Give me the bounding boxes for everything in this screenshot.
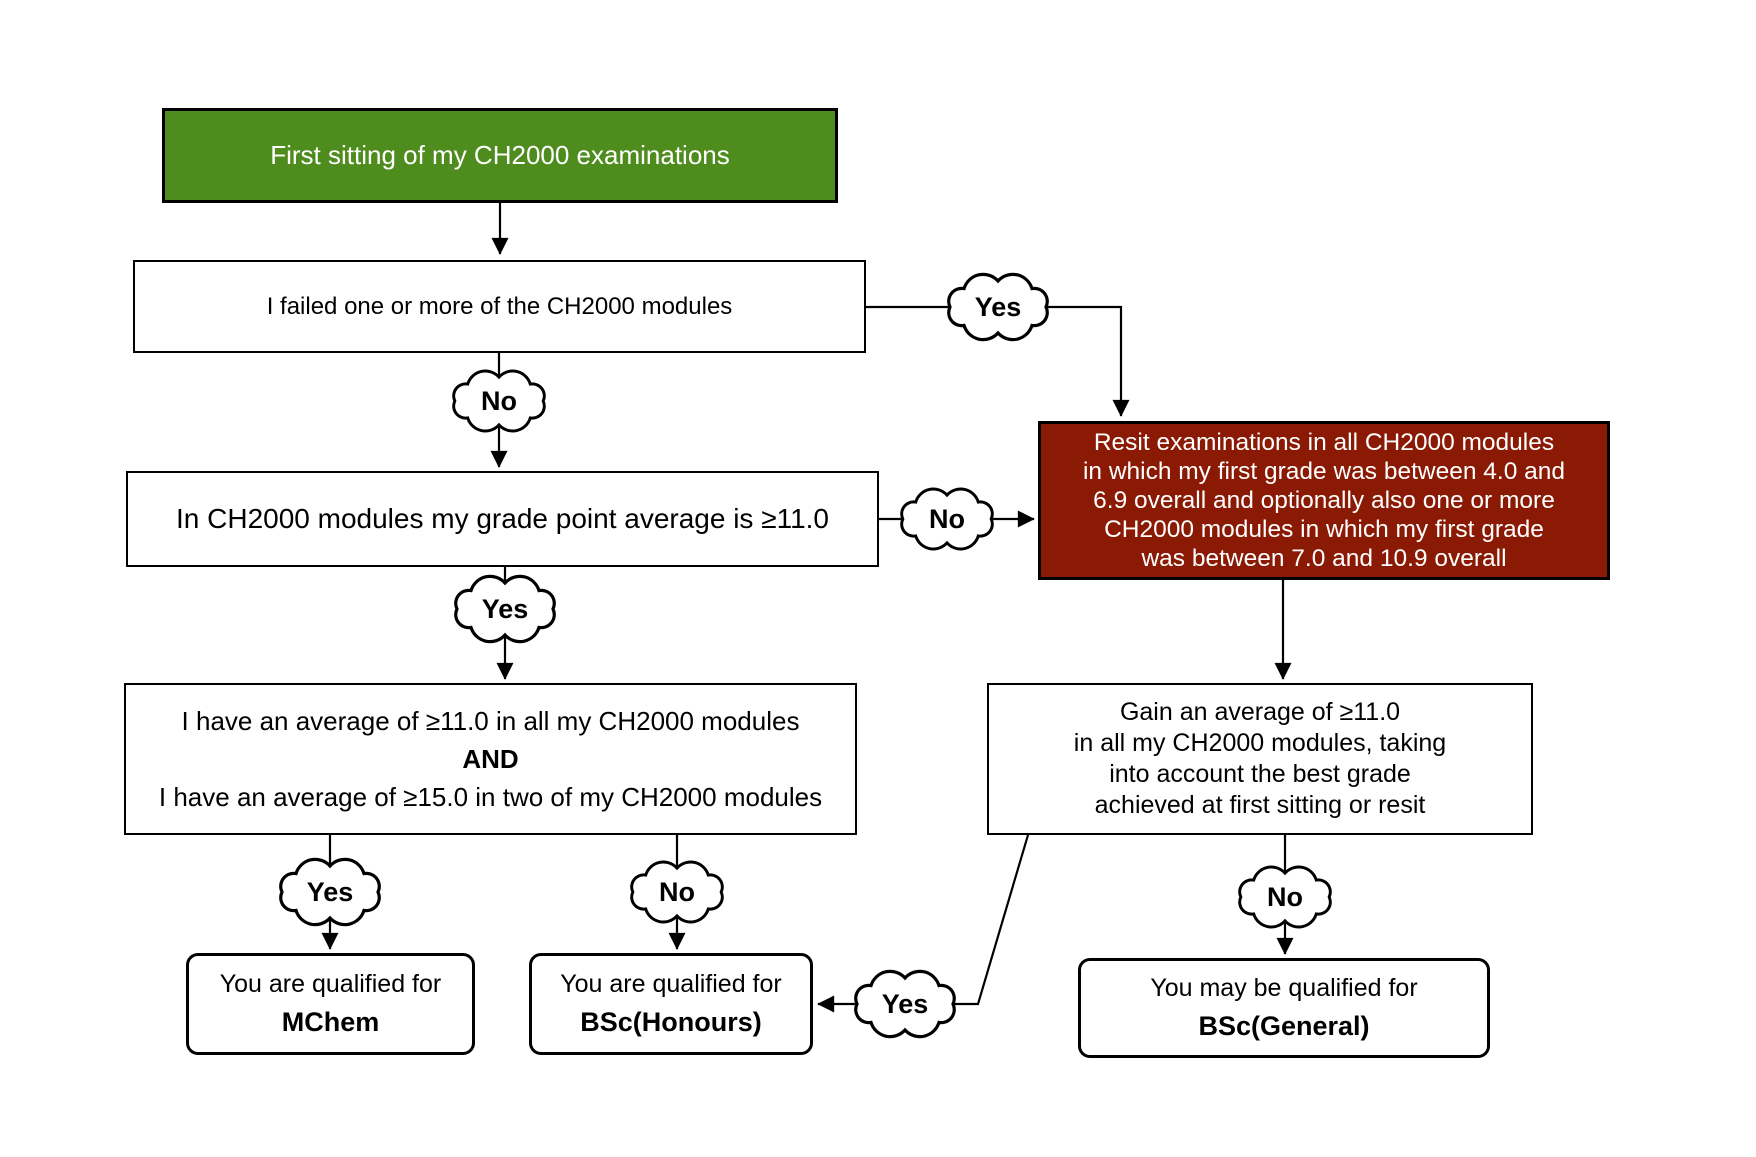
node-gain-average: Gain an average of ≥11.0 in all my CH200…: [987, 683, 1533, 835]
node-bsc-general-line1: You may be qualified for: [1150, 974, 1418, 1003]
node-resit-line1: Resit examinations in all CH2000 modules: [1093, 429, 1555, 456]
cloud-label-gain-yes: Yes: [881, 989, 929, 1019]
cloud-label-gain-no: No: [1267, 882, 1303, 912]
node-gain-line4: achieved at first sitting or resit: [1094, 791, 1426, 819]
node-mchem-line1: You are qualified for: [219, 970, 442, 998]
node-average-and-line3: I have an average of ≥15.0 in two of my …: [158, 782, 823, 812]
cloud-label-failed-no: No: [481, 386, 517, 416]
node-mchem-line2: MChem: [281, 1007, 380, 1037]
node-average-and-question: I have an average of ≥11.0 in all my CH2…: [124, 683, 857, 835]
node-gain-line3: into account the best grade: [1109, 760, 1411, 788]
node-resit-line2: in which my first grade was between 4.0 …: [1082, 458, 1566, 485]
node-gpa-question-text: In CH2000 modules my grade point average…: [176, 503, 829, 534]
node-first-sitting: First sitting of my CH2000 examinations: [162, 108, 838, 203]
node-resit-line3: 6.9 overall and optionally also one or m…: [1093, 487, 1555, 514]
node-resit-line4: CH2000 modules in which my first grade: [1104, 516, 1544, 543]
node-result-bsc-honours: You are qualified for BSc(Honours): [529, 953, 813, 1055]
node-gain-line1: Gain an average of ≥11.0: [1119, 698, 1401, 726]
node-failed-question-text: I failed one or more of the CH2000 modul…: [266, 292, 733, 320]
node-bsc-honours-line2: BSc(Honours): [580, 1007, 762, 1037]
node-gain-line2: in all my CH2000 modules, taking: [1073, 729, 1447, 757]
node-resit-line5: was between 7.0 and 10.9 overall: [1141, 545, 1507, 572]
cloud-label-and-no: No: [659, 877, 695, 907]
node-result-bsc-general: You may be qualified for BSc(General): [1078, 958, 1490, 1058]
node-failed-question: I failed one or more of the CH2000 modul…: [133, 260, 866, 353]
cloud-label-gpa-no: No: [929, 504, 965, 534]
node-gpa-question: In CH2000 modules my grade point average…: [126, 471, 879, 567]
node-result-mchem: You are qualified for MChem: [186, 953, 475, 1055]
cloud-label-and-yes: Yes: [306, 877, 354, 907]
node-average-and-line1: I have an average of ≥11.0 in all my CH2…: [181, 706, 800, 736]
cloud-label-gpa-yes: Yes: [481, 594, 529, 624]
node-first-sitting-text: First sitting of my CH2000 examinations: [270, 140, 730, 170]
cloud-label-failed-yes: Yes: [974, 292, 1022, 322]
node-resit-instruction: Resit examinations in all CH2000 modules…: [1038, 421, 1610, 580]
node-average-and-line2: AND: [462, 744, 519, 774]
node-bsc-general-line2: BSc(General): [1198, 1010, 1370, 1041]
node-bsc-honours-line1: You are qualified for: [560, 970, 782, 998]
